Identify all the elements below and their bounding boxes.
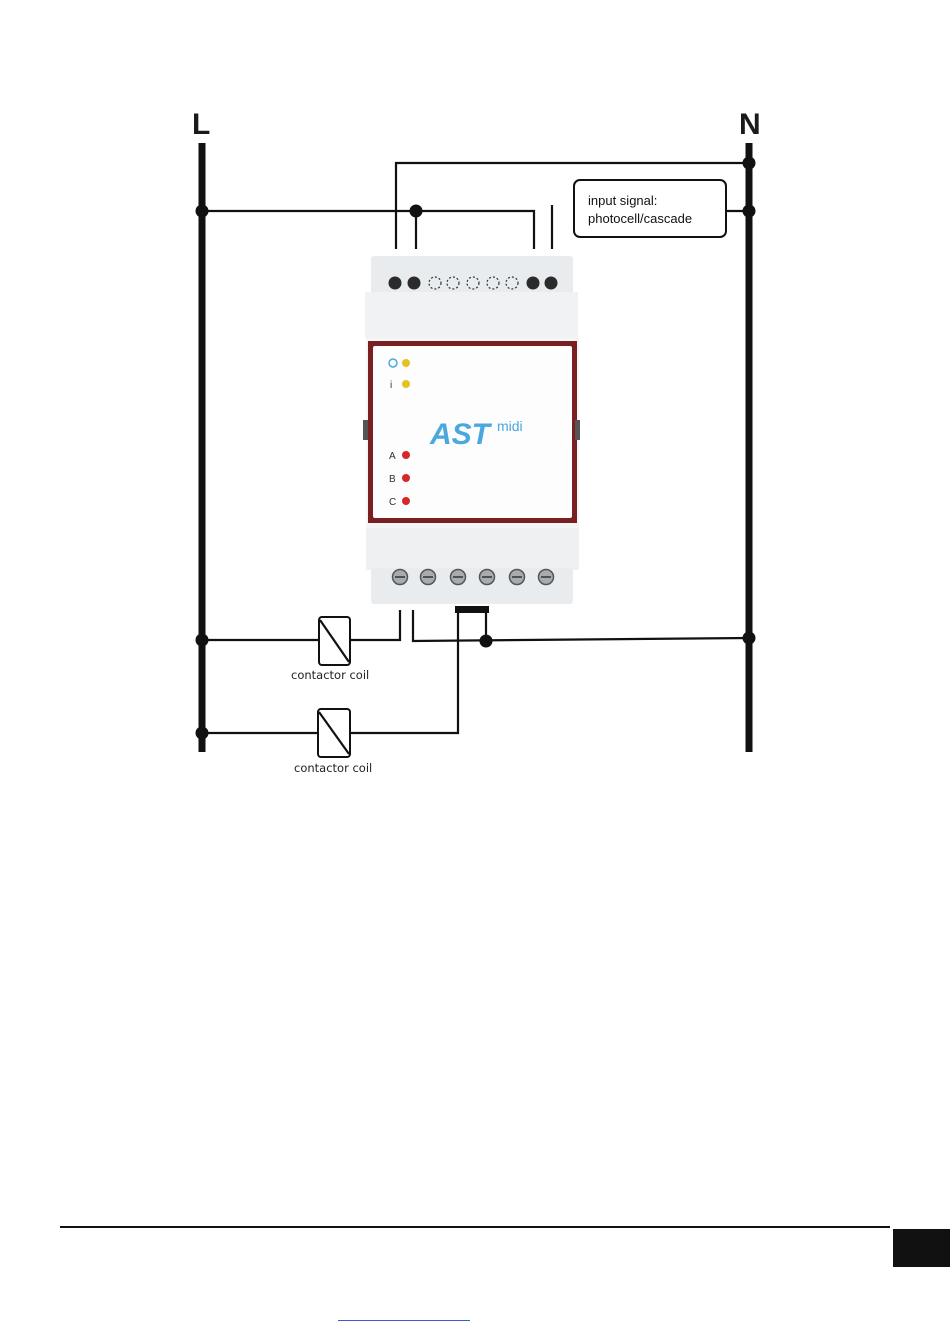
rail-label-N: N [739, 108, 761, 141]
footer-link[interactable] [338, 1320, 470, 1321]
led-o [402, 359, 410, 367]
brand-logo: AST [429, 418, 493, 451]
contactor-coil-1: contactor coil [291, 617, 369, 682]
callout-line-1: input signal: [588, 193, 657, 208]
callout-line-2: photocell/cascade [588, 211, 692, 226]
contactor-coil-2: contactor coil [294, 709, 372, 775]
led-label-a: A [389, 451, 396, 462]
led-a [402, 451, 410, 459]
led-label-b: B [389, 474, 396, 485]
terminal-top [408, 277, 421, 290]
ast-midi-device: i A B C AST midi [363, 256, 580, 604]
led-b [402, 474, 410, 482]
page-number-tab [893, 1229, 950, 1267]
brand-logo-suffix: midi [497, 418, 523, 434]
footer-rule [60, 1226, 890, 1228]
led-label-i: i [390, 380, 392, 391]
rail-label-L: L [192, 108, 210, 141]
coil-label: contactor coil [291, 668, 369, 682]
jumper-bridge [455, 606, 489, 613]
coil-label: contactor coil [294, 761, 372, 775]
led-c [402, 497, 410, 505]
led-label-c: C [389, 497, 396, 508]
terminal-top [545, 277, 558, 290]
input-signal-callout: input signal: photocell/cascade [574, 180, 726, 237]
terminal-top [389, 277, 402, 290]
terminal-top [527, 277, 540, 290]
led-i [402, 380, 410, 388]
